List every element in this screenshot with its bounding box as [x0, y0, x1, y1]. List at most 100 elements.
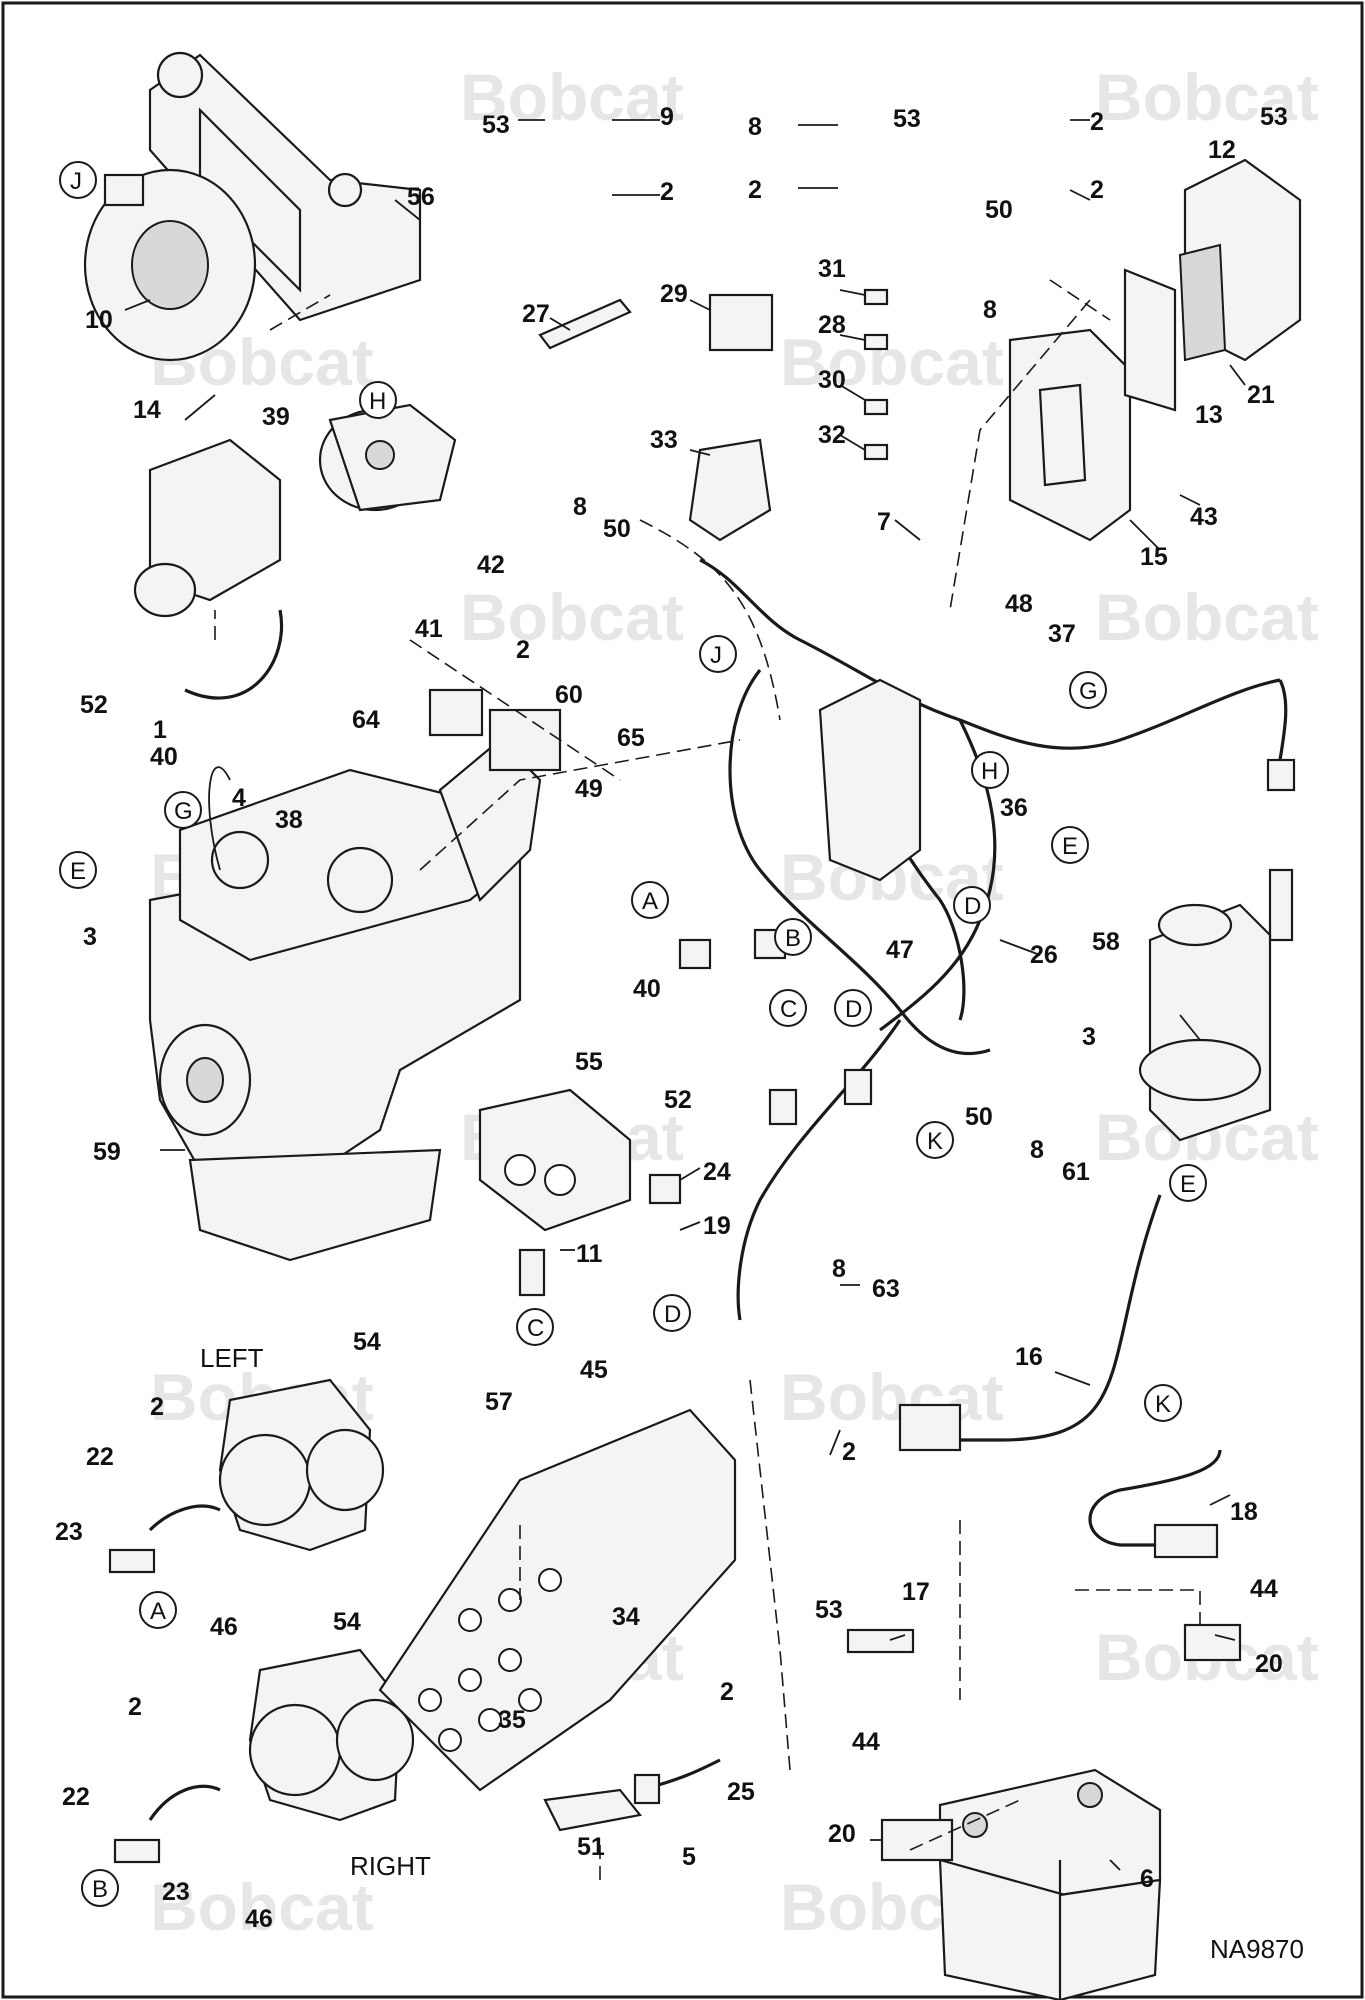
part-number-22: 22	[86, 1443, 114, 1471]
part-number-2: 2	[516, 636, 530, 664]
part-number-37: 37	[1048, 620, 1076, 648]
part-number-3: 3	[1082, 1023, 1096, 1051]
connector-23-left	[108, 1548, 156, 1574]
callout-k: K	[916, 1121, 954, 1159]
pump-left	[108, 1378, 385, 1574]
part-number-4: 4	[232, 784, 246, 812]
assembly-line	[1049, 279, 1111, 321]
svg-text:J: J	[70, 168, 82, 195]
svg-text:J: J	[710, 642, 722, 669]
part-number-58: 58	[1092, 928, 1120, 956]
sensor-lead	[1278, 679, 1288, 761]
radiator-neck	[327, 172, 363, 208]
oil-filler	[210, 830, 270, 890]
oil-pan	[188, 1148, 442, 1262]
part-number-52: 52	[664, 1086, 692, 1114]
block-55	[478, 1088, 632, 1232]
plate-hole	[418, 1688, 442, 1712]
plate-hole	[538, 1568, 562, 1592]
part-number-40: 40	[633, 975, 661, 1003]
sensor-block	[478, 1088, 682, 1297]
callout-h: H	[359, 381, 397, 419]
part-number-41: 41	[415, 615, 443, 643]
assembly-line	[409, 639, 621, 781]
part-number-34: 34	[612, 1603, 640, 1631]
leader-line	[894, 519, 921, 541]
svg-text:E: E	[70, 858, 86, 885]
callout-b: B	[81, 1869, 119, 1907]
part-number-13: 13	[1195, 401, 1223, 429]
bracket-34	[543, 1788, 643, 1832]
leader-line	[1054, 1371, 1091, 1386]
part-number-57: 57	[485, 1388, 513, 1416]
harness-branch-low	[728, 669, 991, 1056]
callout-d: D	[834, 989, 872, 1027]
svg-text:A: A	[642, 888, 658, 915]
plate-hole	[498, 1588, 522, 1612]
callout-a: A	[139, 1591, 177, 1629]
starter-nose	[133, 562, 197, 618]
leader-line	[839, 289, 866, 296]
part-number-6: 6	[1140, 1865, 1154, 1893]
part-number-44: 44	[852, 1728, 880, 1756]
part-labels: 53 9 2 8 53 2 2 53 12 2 50 8 13 21 43 15…	[55, 103, 1288, 1933]
diode-27	[538, 298, 632, 350]
part-number-43: 43	[1190, 503, 1218, 531]
bracket-plate	[378, 1408, 737, 1832]
part-number-12: 12	[1208, 136, 1236, 164]
plate-window	[1038, 383, 1087, 487]
part-number-53: 53	[482, 111, 510, 139]
cable-18-boot	[1153, 1523, 1219, 1559]
part-number-25: 25	[727, 1778, 755, 1806]
battery-front	[938, 1858, 1067, 2000]
part-number-46: 46	[210, 1613, 238, 1641]
cable-16-boot	[898, 1403, 962, 1452]
part-number-8: 8	[983, 296, 997, 324]
pump-lead-left	[148, 1504, 221, 1532]
battery-assembly	[633, 1194, 1242, 2000]
leader-line	[1214, 1634, 1236, 1641]
part-number-64: 64	[352, 706, 380, 734]
plug-d	[843, 1068, 873, 1106]
relay-64	[428, 688, 484, 737]
part-number-33: 33	[650, 426, 678, 454]
sensor-24	[648, 1173, 682, 1205]
part-number-1: 1	[153, 716, 167, 744]
leader-line	[839, 384, 866, 401]
watermark: Bobcat	[460, 60, 684, 134]
sensor-25	[633, 1773, 661, 1805]
left-pump-label: LEFT	[200, 1343, 264, 1373]
plate-hole	[458, 1608, 482, 1632]
relays-fuses	[428, 288, 889, 772]
plate-hole	[458, 1668, 482, 1692]
part-number-46: 46	[245, 1905, 273, 1933]
leader-line	[839, 434, 866, 451]
leader-line	[1229, 364, 1246, 386]
part-number-31: 31	[818, 255, 846, 283]
callout-h: H	[971, 751, 1009, 789]
part-number-2: 2	[660, 178, 674, 206]
svg-text:C: C	[527, 1315, 544, 1342]
callout-j: J	[699, 635, 737, 673]
leader-line	[549, 317, 571, 331]
part-number-7: 7	[877, 508, 891, 536]
part-number-16: 16	[1015, 1343, 1043, 1371]
part-number-23: 23	[162, 1878, 190, 1906]
leader-line	[889, 1634, 906, 1641]
part-number-11: 11	[576, 1240, 603, 1268]
plate-57	[378, 1408, 737, 1792]
part-number-50: 50	[985, 196, 1013, 224]
leader-line	[1129, 519, 1161, 551]
svg-text:E: E	[1180, 1171, 1196, 1198]
part-number-2: 2	[128, 1693, 142, 1721]
leader-line	[679, 1221, 701, 1231]
svg-text:H: H	[981, 758, 998, 785]
fuse-28	[863, 333, 889, 351]
svg-text:K: K	[927, 1128, 943, 1155]
part-number-48: 48	[1005, 590, 1033, 618]
leader-line	[1109, 1859, 1121, 1871]
part-number-2: 2	[842, 1438, 856, 1466]
pump-lead-right	[148, 1784, 221, 1821]
